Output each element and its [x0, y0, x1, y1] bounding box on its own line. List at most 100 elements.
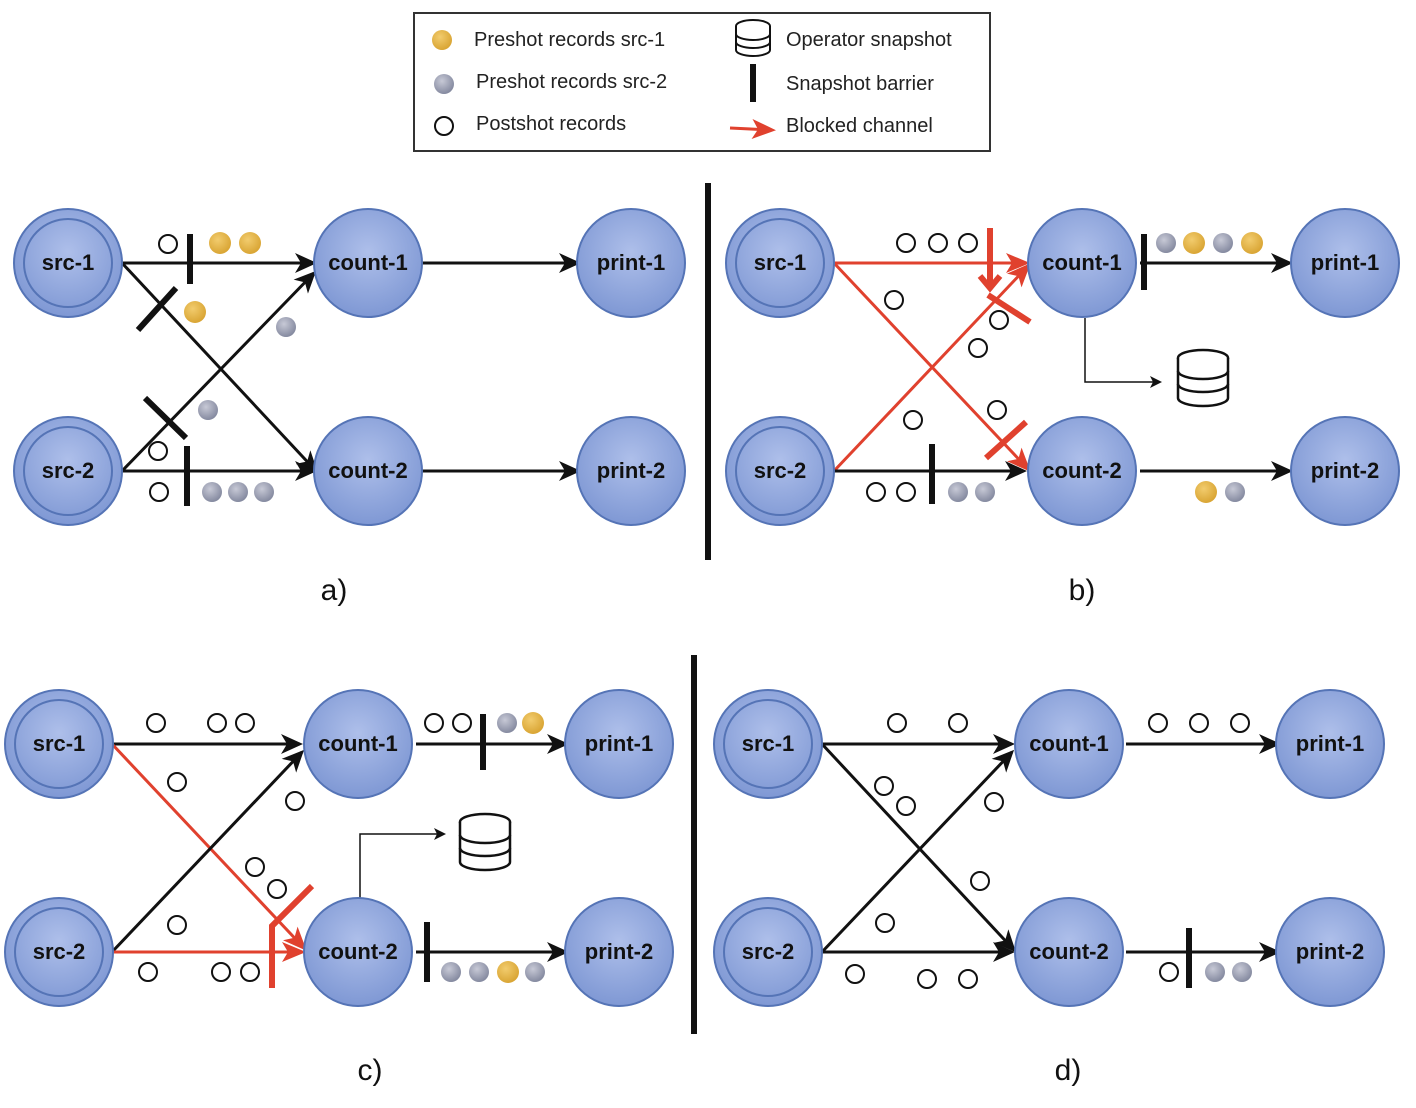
postshot-record	[875, 913, 895, 933]
postshot-record	[884, 290, 904, 310]
preshot-record-src1	[497, 961, 519, 983]
panel-caption: d)	[1055, 1054, 1082, 1087]
node-label: count-1	[1029, 731, 1108, 756]
legend-snapshot-barrier: Snapshot barrier	[786, 73, 934, 95]
node-label: src-1	[742, 731, 795, 756]
snapshot-connector	[359, 828, 446, 898]
postshot-record	[958, 233, 978, 253]
preshot-record-src2	[1213, 233, 1233, 253]
node-src-1: src-1	[725, 208, 835, 318]
blocked-edge-src1-count2	[832, 261, 1031, 472]
node-label: src-2	[742, 939, 795, 964]
preshot-record-src2	[441, 962, 461, 982]
preshot-record-src2	[1225, 482, 1245, 502]
snapshot-barrier	[480, 714, 486, 770]
snapshot-barrier-red	[269, 883, 315, 988]
preshot-record-src2	[198, 400, 218, 420]
preshot-record-src1	[1183, 232, 1205, 254]
postshot-record	[874, 776, 894, 796]
postshot-record	[211, 962, 231, 982]
legend-blocked-channel: Blocked channel	[786, 115, 933, 137]
panel-caption: a)	[321, 574, 348, 607]
node-label: print-1	[1296, 731, 1364, 756]
node-src-2: src-2	[725, 416, 835, 526]
snapshot-barrier	[929, 444, 935, 504]
postshot-record	[1159, 962, 1179, 982]
preshot-record-src2	[469, 962, 489, 982]
postshot-record	[917, 969, 937, 989]
snapshot-barrier	[424, 922, 430, 982]
preshot-record-src2	[975, 482, 995, 502]
edge-src1-count2	[820, 742, 1017, 953]
node-count-1: count-1	[313, 208, 423, 318]
node-label: print-1	[597, 250, 665, 275]
panel-caption: c)	[358, 1054, 383, 1087]
postshot-record	[148, 441, 168, 461]
panel-d: src-1 src-2 count-1 count-2 print-1 prin…	[713, 689, 1385, 1087]
postshot-record	[896, 233, 916, 253]
node-count-1: count-1	[1027, 208, 1137, 318]
preshot-record-src2	[202, 482, 222, 502]
snapshot-connector	[1084, 318, 1162, 388]
node-count-2: count-2	[313, 416, 423, 526]
database-icon	[1176, 348, 1230, 408]
node-label: src-2	[33, 939, 86, 964]
node-label: print-2	[597, 458, 665, 483]
node-label: src-1	[754, 250, 807, 275]
edge-src1-count2	[120, 261, 319, 474]
postshot-record	[845, 964, 865, 984]
snapshot-barrier	[184, 446, 190, 506]
postshot-record	[903, 410, 923, 430]
postshot-record	[146, 713, 166, 733]
postshot-record	[896, 796, 916, 816]
edge-src2-count1	[110, 749, 305, 954]
panel-c: src-1 src-2 count-1 count-2 print-1 prin…	[4, 689, 674, 1087]
postshot-record	[1230, 713, 1250, 733]
node-print-1: print-1	[576, 208, 686, 318]
node-src-2: src-2	[713, 897, 823, 1007]
preshot-record-src2	[497, 713, 517, 733]
preshot-record-src2	[948, 482, 968, 502]
postshot-record	[1148, 713, 1168, 733]
node-count-2: count-2	[1027, 416, 1137, 526]
node-label: count-2	[1042, 458, 1121, 483]
postshot-record	[1189, 713, 1209, 733]
database-icon	[458, 812, 512, 872]
postshot-record	[452, 713, 472, 733]
postshot-record	[167, 772, 187, 792]
node-label: count-1	[1042, 250, 1121, 275]
legend-postshot: Postshot records	[476, 113, 626, 135]
postshot-record	[989, 310, 1009, 330]
node-label: count-2	[328, 458, 407, 483]
legend: Preshot records src-1 Preshot records sr…	[413, 12, 991, 152]
divider-top	[705, 183, 711, 560]
node-src-2: src-2	[4, 897, 114, 1007]
database-icon	[735, 19, 771, 57]
snapshot-barrier-swatch	[750, 64, 756, 102]
node-print-1: print-1	[1275, 689, 1385, 799]
postshot-record	[149, 482, 169, 502]
legend-preshot-src2: Preshot records src-2	[476, 71, 667, 93]
preshot-record-src2	[1232, 962, 1252, 982]
preshot-record-src2	[1205, 962, 1225, 982]
postshot-record	[240, 962, 260, 982]
node-label: count-2	[1029, 939, 1108, 964]
postshot-record	[984, 792, 1004, 812]
edge-src2-count1	[120, 270, 317, 473]
snapshot-barrier	[1186, 928, 1192, 988]
legend-box	[413, 12, 991, 152]
node-print-1: print-1	[564, 689, 674, 799]
node-label: count-1	[318, 731, 397, 756]
node-count-2: count-2	[303, 897, 413, 1007]
snapshot-barrier	[142, 395, 189, 441]
node-label: print-2	[1311, 458, 1379, 483]
node-label: print-1	[1311, 250, 1379, 275]
postshot-record	[235, 713, 255, 733]
legend-operator-snapshot: Operator snapshot	[786, 29, 952, 51]
snapshot-barrier-red	[977, 228, 1003, 293]
snapshot-barrier	[1141, 234, 1147, 290]
node-count-1: count-1	[303, 689, 413, 799]
snapshot-barrier	[135, 285, 179, 333]
postshot-record	[207, 713, 227, 733]
node-print-2: print-2	[564, 897, 674, 1007]
